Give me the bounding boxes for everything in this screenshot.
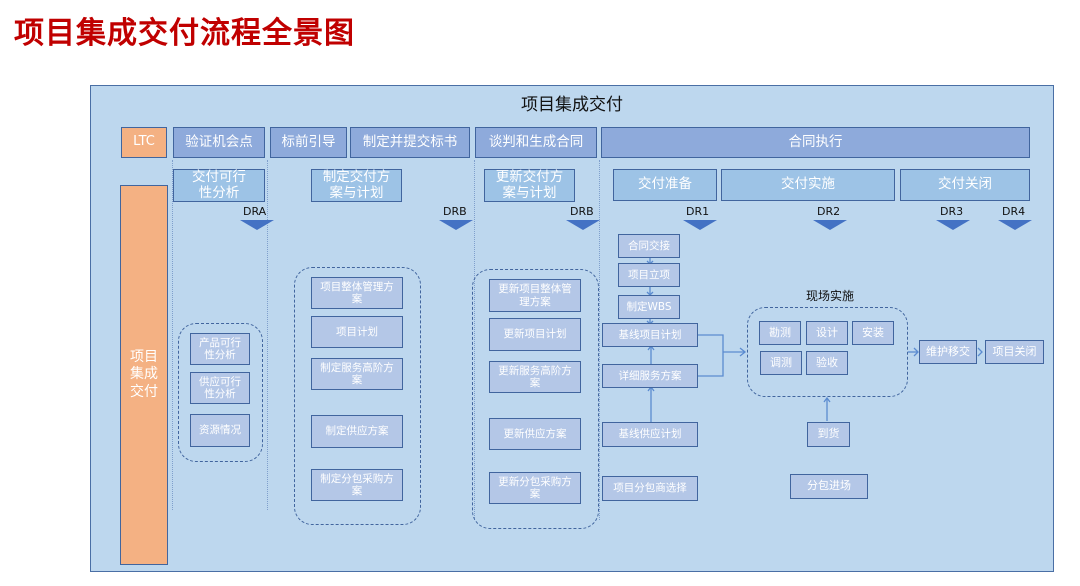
task-update-supply-plan[interactable]: 更新供应方案 bbox=[489, 418, 581, 450]
task-acceptance[interactable]: 验收 bbox=[806, 351, 848, 375]
stage-contract[interactable]: 谈判和生成合同 bbox=[475, 127, 597, 158]
arrow-head-icon bbox=[823, 396, 831, 403]
dr-label: DR1 bbox=[686, 205, 710, 218]
frame-title: 项目集成交付 bbox=[521, 95, 623, 115]
arrow-head-icon bbox=[913, 347, 919, 357]
task-contract-handover[interactable]: 合同交接 bbox=[618, 234, 680, 258]
task-update-service-plan[interactable]: 更新服务高阶方案 bbox=[489, 361, 581, 393]
task-design[interactable]: 设计 bbox=[806, 321, 848, 345]
decision-triangle-icon bbox=[813, 220, 847, 230]
dr-label: DR3 bbox=[940, 205, 964, 218]
decision-triangle-icon bbox=[566, 220, 600, 230]
arrow-head-icon bbox=[739, 347, 747, 357]
dr-label: DRB bbox=[570, 205, 594, 218]
decision-triangle-icon bbox=[683, 220, 717, 230]
task-update-project-plan[interactable]: 更新项目计划 bbox=[489, 318, 581, 351]
stage-bid[interactable]: 制定并提交标书 bbox=[350, 127, 470, 158]
sub-feasibility-analysis[interactable]: 交付可行性分析 bbox=[173, 169, 265, 202]
dr-label: DR2 bbox=[817, 205, 841, 218]
sub-delivery-prep[interactable]: 交付准备 bbox=[613, 169, 717, 201]
task-supply-feasibility[interactable]: 供应可行性分析 bbox=[190, 372, 250, 404]
ltc-label: LTC bbox=[121, 127, 167, 158]
task-project-plan[interactable]: 项目计划 bbox=[311, 316, 403, 348]
task-install[interactable]: 安装 bbox=[852, 321, 894, 345]
feasibility-group bbox=[178, 323, 263, 462]
task-project-initiation[interactable]: 项目立项 bbox=[618, 263, 680, 287]
task-survey[interactable]: 勘测 bbox=[759, 321, 801, 345]
task-subcontractor-entry[interactable]: 分包进场 bbox=[790, 474, 868, 499]
stage-contract-execution[interactable]: 合同执行 bbox=[601, 127, 1030, 158]
task-update-subcontract-plan[interactable]: 更新分包采购方案 bbox=[489, 472, 581, 504]
task-project-close[interactable]: 项目关闭 bbox=[985, 340, 1044, 364]
separator-line bbox=[599, 160, 600, 520]
task-maintenance-handover[interactable]: 维护移交 bbox=[919, 340, 977, 364]
side-label-project-delivery: 项目 集成 交付 bbox=[120, 185, 168, 565]
dr-label: DRB bbox=[443, 205, 467, 218]
sub-delivery-close[interactable]: 交付关闭 bbox=[900, 169, 1030, 201]
task-commissioning[interactable]: 调测 bbox=[760, 351, 802, 375]
arrow-head-icon bbox=[977, 347, 983, 357]
task-baseline-project-plan[interactable]: 基线项目计划 bbox=[602, 323, 698, 347]
plan-group bbox=[294, 267, 421, 525]
page-title: 项目集成交付流程全景图 bbox=[14, 16, 355, 51]
update-group bbox=[472, 269, 599, 529]
stage-validate-opportunity[interactable]: 验证机会点 bbox=[173, 127, 265, 158]
task-make-wbs[interactable]: 制定WBS bbox=[618, 295, 680, 319]
sub-make-delivery-plan[interactable]: 制定交付方案与计划 bbox=[311, 169, 402, 202]
sub-delivery-implement[interactable]: 交付实施 bbox=[721, 169, 895, 201]
separator-line bbox=[267, 160, 268, 510]
task-subcontractor-selection[interactable]: 项目分包商选择 bbox=[602, 476, 698, 501]
decision-triangle-icon bbox=[439, 220, 473, 230]
task-update-overall-management-plan[interactable]: 更新项目整体管理方案 bbox=[489, 279, 581, 312]
onsite-group bbox=[747, 307, 908, 397]
onsite-label: 现场实施 bbox=[806, 289, 855, 303]
merge-connector bbox=[698, 334, 724, 377]
task-resources[interactable]: 资源情况 bbox=[190, 414, 250, 447]
decision-triangle-icon bbox=[998, 220, 1032, 230]
task-subcontract-plan[interactable]: 制定分包采购方案 bbox=[311, 469, 403, 501]
decision-triangle-icon bbox=[240, 220, 274, 230]
dr-label: DRA bbox=[243, 205, 267, 218]
sub-update-delivery-plan[interactable]: 更新交付方案与计划 bbox=[484, 169, 575, 202]
task-arrival[interactable]: 到货 bbox=[807, 422, 850, 447]
task-supply-plan[interactable]: 制定供应方案 bbox=[311, 415, 403, 448]
task-service-high-level-plan[interactable]: 制定服务高阶方案 bbox=[311, 358, 403, 390]
decision-triangle-icon bbox=[936, 220, 970, 230]
task-overall-management-plan[interactable]: 项目整体管理方案 bbox=[311, 277, 403, 309]
task-product-feasibility[interactable]: 产品可行性分析 bbox=[190, 333, 250, 365]
task-baseline-supply-plan[interactable]: 基线供应计划 bbox=[602, 422, 698, 447]
separator-line bbox=[172, 160, 173, 510]
stage-pre-bid[interactable]: 标前引导 bbox=[270, 127, 347, 158]
dr-label: DR4 bbox=[1002, 205, 1026, 218]
task-detailed-service-plan[interactable]: 详细服务方案 bbox=[602, 364, 698, 388]
separator-line bbox=[474, 160, 475, 520]
